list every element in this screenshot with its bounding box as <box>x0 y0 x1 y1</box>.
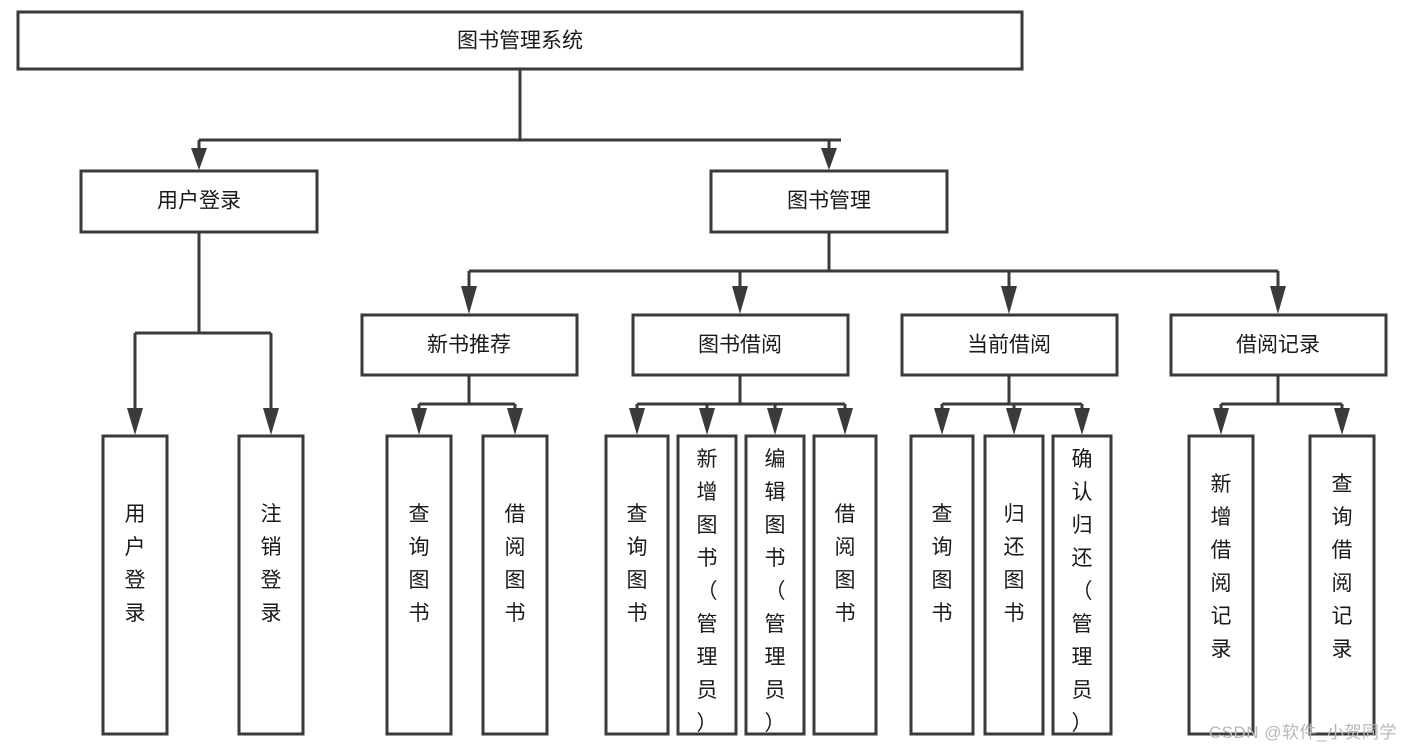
node-current-borrow[interactable]: 当前借阅 <box>900 313 1119 377</box>
node-box[interactable] <box>237 434 305 736</box>
node-box[interactable] <box>709 169 949 234</box>
arrow-head-borrow-record <box>1270 286 1286 314</box>
node-box[interactable] <box>16 10 1024 71</box>
node-leaf-query-borrow-record-label: 查询借阅记录 <box>1332 473 1353 661</box>
arrow-head-leaf-user-login <box>127 408 143 435</box>
arrow-head-leaf-query-book-1 <box>411 408 427 435</box>
node-leaf-borrow-book-1-label: 借阅图书 <box>505 503 526 625</box>
arrow-head-book-manage <box>821 148 837 170</box>
arrow-head-leaf-logout <box>263 408 279 435</box>
arrow-head-leaf-query-borrow-record <box>1334 408 1350 435</box>
arrow-head-current-borrow <box>1001 286 1017 314</box>
node-layer: 图书管理系统 用户登录 图书管理 新书推荐 图书借阅 <box>16 10 1388 736</box>
node-box[interactable] <box>744 434 806 736</box>
node-leaf-user-login[interactable]: 用户登录 <box>101 434 169 736</box>
node-leaf-edit-book-admin-label: 编辑图书（管理员） <box>765 448 786 735</box>
csdn-watermark: CSDN @软件_小贺同学 <box>1208 723 1397 742</box>
arrow-head-new-book-recommend <box>461 286 477 314</box>
node-box[interactable] <box>385 434 453 736</box>
node-current-borrow-label: 当前借阅 <box>967 334 1051 357</box>
edge-current-borrow-to-leaves <box>934 375 1090 435</box>
node-book-manage-label: 图书管理 <box>787 190 871 213</box>
node-book-borrow[interactable]: 图书借阅 <box>631 313 850 377</box>
node-leaf-user-login-label: 用户登录 <box>125 503 146 625</box>
arrow-head-leaf-borrow-book-1 <box>507 408 523 435</box>
node-leaf-query-book-1[interactable]: 查询图书 <box>385 434 453 736</box>
node-root-label: 图书管理系统 <box>457 30 583 53</box>
node-leaf-add-book-admin[interactable]: 新增图书（管理员） <box>676 434 738 736</box>
arrow-head-leaf-query-book-2 <box>629 408 645 435</box>
node-borrow-record-label: 借阅记录 <box>1236 334 1320 357</box>
node-user-login-label: 用户登录 <box>157 190 241 213</box>
node-box[interactable] <box>812 434 878 736</box>
node-box[interactable] <box>1051 434 1113 736</box>
node-box[interactable] <box>909 434 975 736</box>
arrow-head-leaf-borrow-book-2 <box>837 408 853 435</box>
node-box[interactable] <box>481 434 549 736</box>
node-box[interactable] <box>79 169 319 234</box>
node-box[interactable] <box>101 434 169 736</box>
edge-new-book-recommend-to-leaves <box>411 375 523 435</box>
node-leaf-edit-book-admin[interactable]: 编辑图书（管理员） <box>744 434 806 736</box>
node-leaf-add-book-admin-label: 新增图书（管理员） <box>697 448 718 735</box>
node-root[interactable]: 图书管理系统 <box>16 10 1024 71</box>
node-box[interactable] <box>983 434 1045 736</box>
arrow-head-leaf-add-borrow-record <box>1213 408 1229 435</box>
edge-book-manage-to-level3 <box>461 232 1286 314</box>
arrow-head-leaf-query-book-3 <box>934 408 950 435</box>
node-new-book-recommend[interactable]: 新书推荐 <box>360 313 579 377</box>
node-leaf-add-borrow-record[interactable]: 新增借阅记录 <box>1187 434 1255 736</box>
node-leaf-query-book-1-label: 查询图书 <box>409 503 430 625</box>
node-book-borrow-label: 图书借阅 <box>698 334 782 357</box>
node-leaf-confirm-return-admin[interactable]: 确认归还（管理员） <box>1051 434 1113 736</box>
node-leaf-query-book-3-label: 查询图书 <box>932 503 953 625</box>
connector-layer <box>127 69 1350 435</box>
arrow-head-leaf-add-book-admin <box>699 408 715 435</box>
node-borrow-record[interactable]: 借阅记录 <box>1169 313 1388 377</box>
node-leaf-borrow-book-2[interactable]: 借阅图书 <box>812 434 878 736</box>
node-leaf-query-book-2[interactable]: 查询图书 <box>604 434 670 736</box>
node-leaf-return-book[interactable]: 归还图书 <box>983 434 1045 736</box>
node-leaf-query-book-3[interactable]: 查询图书 <box>909 434 975 736</box>
node-leaf-return-book-label: 归还图书 <box>1004 503 1025 625</box>
node-leaf-logout[interactable]: 注销登录 <box>237 434 305 736</box>
arrow-head-book-borrow <box>732 286 748 314</box>
node-leaf-logout-label: 注销登录 <box>261 503 282 625</box>
node-box[interactable] <box>1169 313 1388 377</box>
node-new-book-recommend-label: 新书推荐 <box>427 334 511 357</box>
node-leaf-query-book-2-label: 查询图书 <box>627 503 648 625</box>
node-leaf-confirm-return-admin-label: 确认归还（管理员） <box>1072 448 1093 735</box>
node-box[interactable] <box>1308 434 1376 736</box>
edge-book-borrow-to-leaves <box>629 375 853 435</box>
node-box[interactable] <box>676 434 738 736</box>
arrow-head-user-login <box>191 148 207 170</box>
edge-user-login-to-leaves <box>127 232 279 435</box>
node-book-manage[interactable]: 图书管理 <box>709 169 949 234</box>
node-leaf-add-borrow-record-label: 新增借阅记录 <box>1211 473 1232 661</box>
arrow-head-leaf-return-book <box>1006 408 1022 435</box>
edge-borrow-record-to-leaves <box>1213 375 1350 435</box>
node-box[interactable] <box>1187 434 1255 736</box>
node-user-login[interactable]: 用户登录 <box>79 169 319 234</box>
node-box[interactable] <box>900 313 1119 377</box>
node-box[interactable] <box>631 313 850 377</box>
node-box[interactable] <box>604 434 670 736</box>
node-leaf-query-borrow-record[interactable]: 查询借阅记录 <box>1308 434 1376 736</box>
arrow-head-leaf-confirm-return-admin <box>1074 408 1090 435</box>
arrow-head-leaf-edit-book-admin <box>767 408 783 435</box>
node-leaf-borrow-book-1[interactable]: 借阅图书 <box>481 434 549 736</box>
node-box[interactable] <box>360 313 579 377</box>
node-leaf-borrow-book-2-label: 借阅图书 <box>835 503 856 625</box>
edge-root-to-level2 <box>191 69 841 170</box>
